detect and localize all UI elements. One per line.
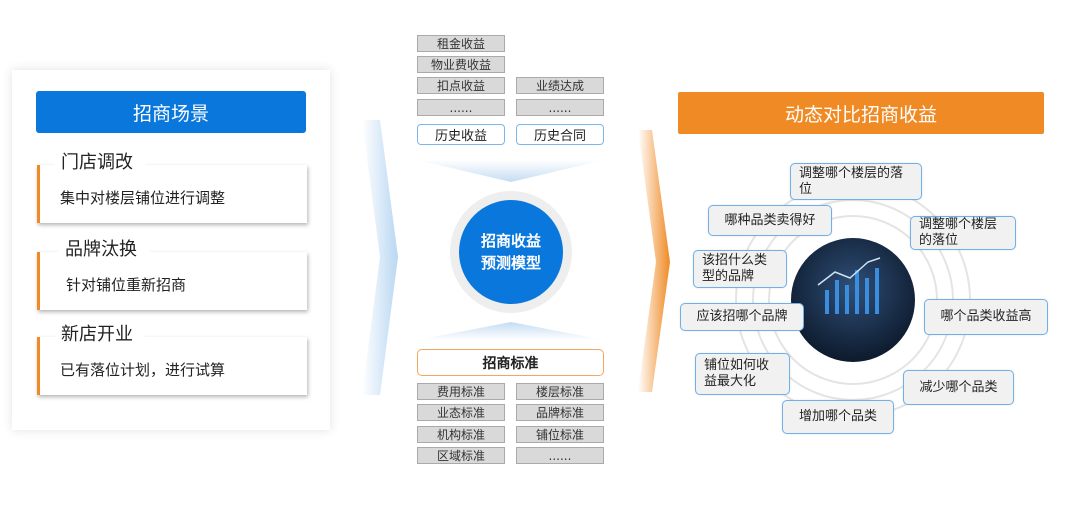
- down-arrow: [417, 160, 604, 182]
- history-contract-box: 历史合同: [516, 124, 604, 145]
- standard-item: 业态标准: [417, 404, 505, 421]
- card-desc: 集中对楼层铺位进行调整: [60, 189, 226, 207]
- question-bubble: 该招什么类型的品牌: [693, 250, 787, 288]
- question-bubble: 哪个品类收益高: [924, 299, 1048, 335]
- scenario-card: 已有落位计划，进行试算: [37, 337, 307, 395]
- model-label: 预测模型: [480, 254, 541, 272]
- question-bubble: 增加哪个品类: [782, 400, 894, 434]
- card-title: 门店调改: [55, 152, 145, 174]
- standard-item: 机构标准: [417, 426, 505, 443]
- card-title: 品牌汰换: [59, 239, 149, 261]
- comparison-header: 动态对比招商收益: [678, 92, 1044, 134]
- revenue-item: 业绩达成: [516, 77, 604, 94]
- question-bubble: 调整哪个楼层的落位: [910, 216, 1016, 250]
- revenue-item: 租金收益: [417, 35, 505, 52]
- revenue-item: 扣点收益: [417, 77, 505, 94]
- question-bubble: 哪种品类卖得好: [708, 205, 832, 236]
- question-bubble: 减少哪个品类: [903, 370, 1014, 405]
- scenario-card: 集中对楼层铺位进行调整: [37, 165, 307, 223]
- standard-item: 品牌标准: [516, 404, 604, 421]
- card-title: 新店开业: [55, 324, 145, 346]
- revenue-item: ......: [417, 99, 505, 116]
- card-desc: 已有落位计划，进行试算: [60, 361, 226, 379]
- up-arrow: [417, 322, 604, 340]
- question-bubble: 铺位如何收益最大化: [695, 353, 790, 395]
- history-revenue-box: 历史收益: [417, 124, 505, 145]
- scenario-card: 针对铺位重新招商: [37, 252, 307, 310]
- revenue-item: 物业费收益: [417, 56, 505, 73]
- question-bubble: 调整哪个楼层的落位: [790, 163, 922, 200]
- right-arrow-orange: [638, 130, 670, 392]
- card-desc: 针对铺位重新招商: [66, 276, 187, 294]
- standard-item: ......: [516, 447, 604, 464]
- standard-item: 区域标准: [417, 447, 505, 464]
- right-arrow-blue: [362, 120, 398, 395]
- prediction-model-circle: 招商收益预测模型: [459, 200, 563, 304]
- standard-item: 费用标准: [417, 383, 505, 400]
- model-label: 招商收益: [480, 232, 541, 250]
- standard-title: 招商标准: [417, 349, 604, 376]
- question-bubble: 应该招哪个品牌: [680, 303, 804, 331]
- business-chart-image: [791, 238, 915, 362]
- standard-item: 铺位标准: [516, 426, 604, 443]
- revenue-item: ......: [516, 99, 604, 116]
- standard-item: 楼层标准: [516, 383, 604, 400]
- scenario-header: 招商场景: [36, 91, 306, 133]
